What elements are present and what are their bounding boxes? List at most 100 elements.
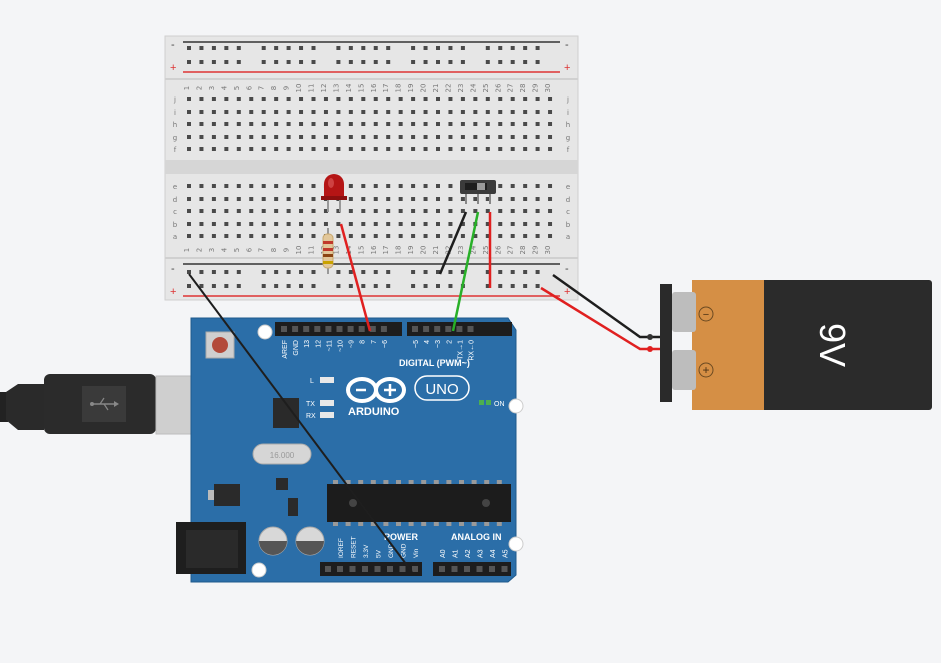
rail-hole[interactable] [211, 284, 216, 288]
breadboard-hole[interactable] [299, 234, 304, 238]
breadboard-hole[interactable] [323, 110, 328, 114]
breadboard-hole[interactable] [361, 222, 366, 226]
rail-hole[interactable] [199, 60, 204, 64]
breadboard-hole[interactable] [460, 197, 465, 201]
breadboard-hole[interactable] [373, 209, 378, 213]
breadboard-hole[interactable] [436, 222, 440, 226]
rail-hole[interactable] [498, 270, 503, 274]
rail-hole[interactable] [448, 270, 453, 274]
breadboard-hole[interactable] [299, 135, 304, 139]
breadboard-hole[interactable] [398, 147, 403, 151]
breadboard-hole[interactable] [199, 234, 204, 238]
breadboard-hole[interactable] [286, 234, 291, 238]
analog-pin-hole[interactable] [439, 566, 445, 572]
rail-hole[interactable] [523, 60, 528, 64]
breadboard-hole[interactable] [261, 209, 266, 213]
breadboard-hole[interactable] [436, 122, 440, 126]
analog-pin-hole[interactable] [476, 566, 483, 572]
rail-hole[interactable] [535, 284, 540, 288]
rail-hole[interactable] [224, 284, 229, 288]
breadboard-hole[interactable] [460, 222, 465, 226]
rail-hole[interactable] [411, 284, 416, 288]
breadboard-hole[interactable] [436, 147, 440, 151]
rail-hole[interactable] [187, 46, 191, 50]
breadboard-hole[interactable] [436, 184, 440, 188]
rail-hole[interactable] [224, 60, 229, 64]
rail-hole[interactable] [411, 270, 416, 274]
breadboard-hole[interactable] [448, 135, 453, 139]
digital-pin-hole[interactable] [314, 326, 321, 332]
breadboard-hole[interactable] [311, 234, 316, 238]
breadboard-hole[interactable] [187, 122, 191, 126]
battery-negative-wire[interactable] [552, 273, 660, 339]
rail-hole[interactable] [348, 270, 353, 274]
breadboard-hole[interactable] [249, 122, 254, 126]
breadboard-hole[interactable] [535, 209, 540, 213]
breadboard-hole[interactable] [373, 110, 378, 114]
power-pin-hole[interactable] [387, 566, 393, 572]
rail-hole[interactable] [311, 60, 316, 64]
rail-hole[interactable] [361, 270, 366, 274]
breadboard-hole[interactable] [261, 222, 266, 226]
rail-hole[interactable] [485, 284, 490, 288]
red-wire-pin10[interactable] [339, 223, 372, 332]
breadboard-hole[interactable] [386, 110, 391, 114]
rail-hole[interactable] [336, 270, 341, 274]
rail-hole[interactable] [373, 284, 378, 288]
breadboard-hole[interactable] [523, 197, 528, 201]
breadboard-hole[interactable] [436, 209, 440, 213]
breadboard-hole[interactable] [286, 197, 291, 201]
rail-hole[interactable] [436, 60, 440, 64]
breadboard-hole[interactable] [485, 97, 490, 101]
breadboard-hole[interactable] [348, 209, 353, 213]
breadboard-hole[interactable] [211, 147, 216, 151]
breadboard-hole[interactable] [361, 197, 366, 201]
breadboard-hole[interactable] [261, 197, 266, 201]
breadboard-hole[interactable] [460, 147, 465, 151]
rail-hole[interactable] [423, 46, 428, 50]
breadboard-hole[interactable] [286, 209, 291, 213]
breadboard-hole[interactable] [348, 110, 353, 114]
breadboard-holes[interactable] [187, 46, 553, 288]
breadboard-hole[interactable] [274, 122, 279, 126]
breadboard-hole[interactable] [199, 147, 204, 151]
breadboard-hole[interactable] [510, 97, 515, 101]
analog-header[interactable] [433, 562, 511, 576]
rail-hole[interactable] [535, 60, 540, 64]
breadboard-hole[interactable] [448, 197, 453, 201]
rail-hole[interactable] [448, 60, 453, 64]
rail-hole[interactable] [286, 46, 291, 50]
digital-pin-hole[interactable] [456, 326, 463, 332]
breadboard-hole[interactable] [535, 110, 540, 114]
breadboard-hole[interactable] [498, 234, 503, 238]
breadboard-hole[interactable] [448, 147, 453, 151]
breadboard-hole[interactable] [299, 222, 304, 226]
rail-hole[interactable] [348, 60, 353, 64]
rail-hole[interactable] [485, 46, 490, 50]
breadboard-hole[interactable] [523, 147, 528, 151]
breadboard-hole[interactable] [199, 209, 204, 213]
breadboard-hole[interactable] [423, 222, 428, 226]
breadboard-hole[interactable] [398, 234, 403, 238]
digital-pin-hole[interactable] [347, 326, 354, 332]
breadboard-hole[interactable] [386, 184, 391, 188]
breadboard-hole[interactable] [510, 110, 515, 114]
breadboard-hole[interactable] [460, 135, 465, 139]
rail-hole[interactable] [224, 270, 229, 274]
rail-hole[interactable] [274, 60, 279, 64]
breadboard-hole[interactable] [323, 97, 328, 101]
breadboard-hole[interactable] [498, 110, 503, 114]
breadboard-hole[interactable] [274, 147, 279, 151]
breadboard-hole[interactable] [423, 197, 428, 201]
breadboard-hole[interactable] [336, 209, 341, 213]
breadboard-hole[interactable] [286, 147, 291, 151]
breadboard-hole[interactable] [373, 97, 378, 101]
breadboard-hole[interactable] [236, 184, 241, 188]
breadboard-hole[interactable] [261, 97, 266, 101]
breadboard-hole[interactable] [311, 222, 316, 226]
breadboard-hole[interactable] [311, 209, 316, 213]
breadboard-hole[interactable] [361, 110, 366, 114]
analog-pin-hole[interactable] [464, 566, 470, 572]
breadboard-hole[interactable] [510, 147, 515, 151]
breadboard-hole[interactable] [548, 110, 553, 114]
